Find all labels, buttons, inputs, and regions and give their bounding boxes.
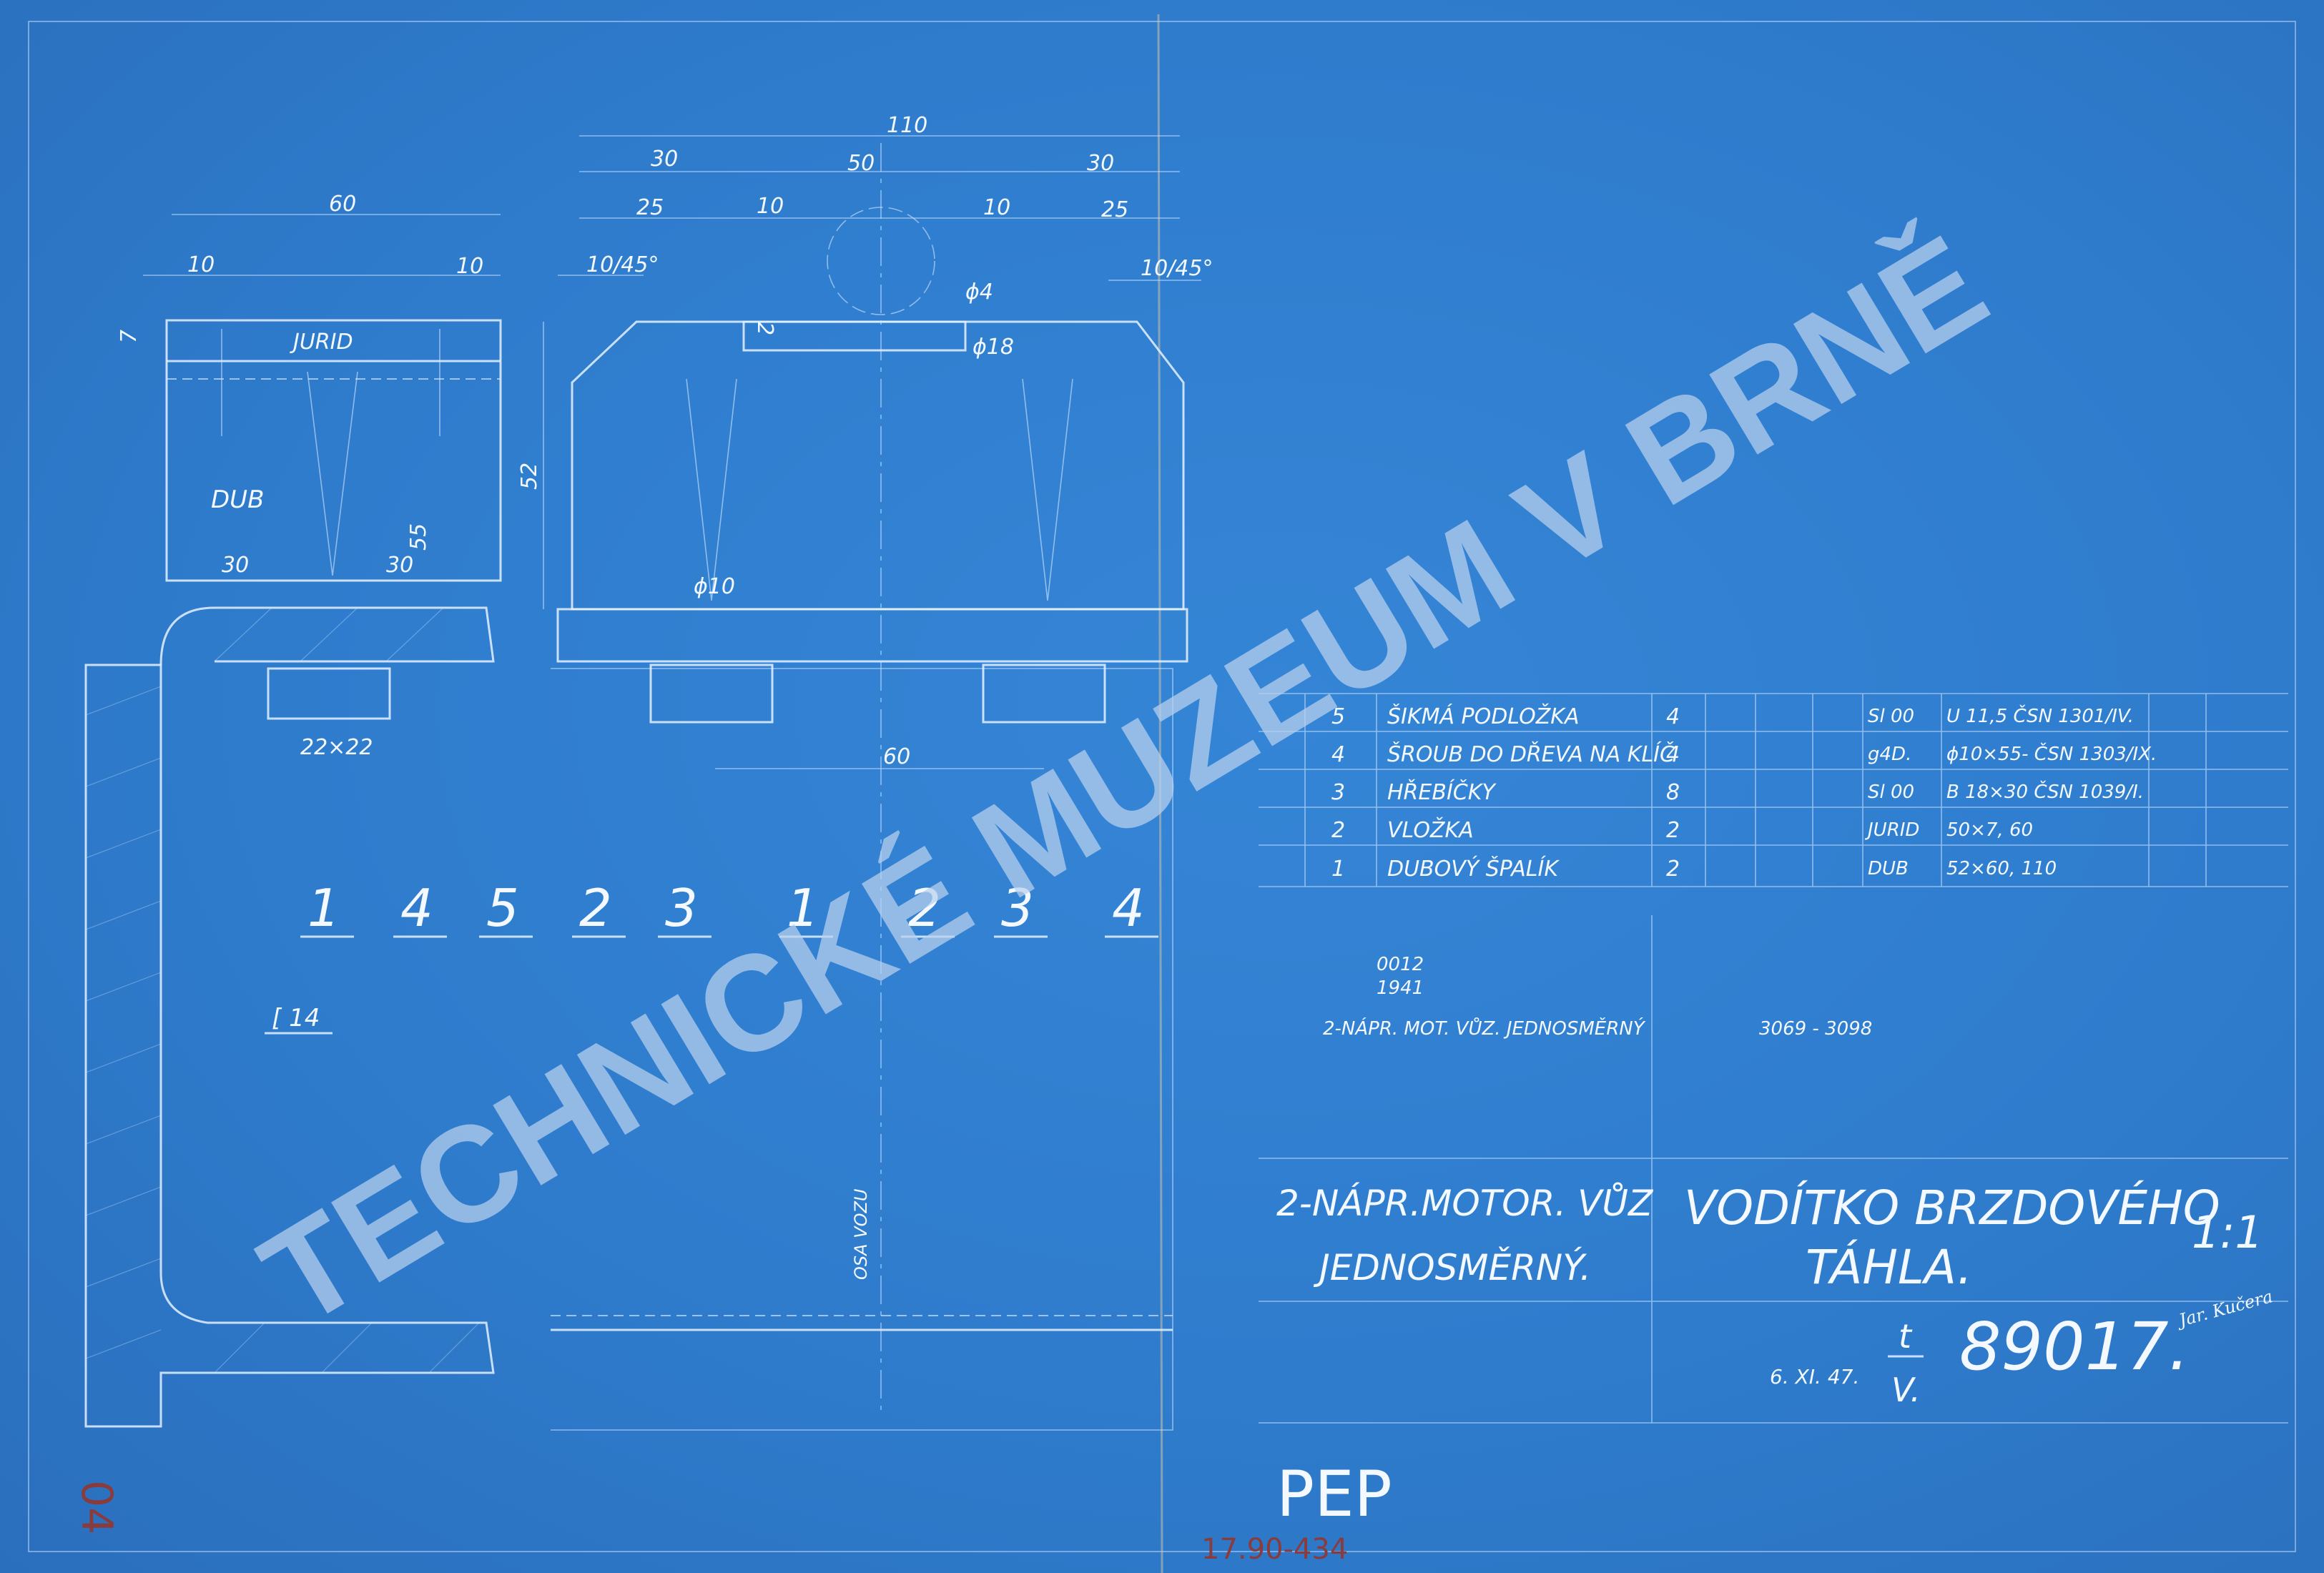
item-number: 1 bbox=[787, 878, 819, 938]
dim-nut: 22×22 bbox=[300, 735, 373, 760]
dim-52: 52 bbox=[517, 463, 542, 490]
part-name: VLOŽKA bbox=[1387, 817, 1474, 843]
part-material: Sl 00 bbox=[1868, 781, 1914, 803]
front-view bbox=[551, 143, 1188, 1431]
part-material: JURID bbox=[1864, 819, 1919, 841]
parts-list-table: 5 ŠIKMÁ PODLOŽKA 4 Sl 00 U 11,5 ČSN 1301… bbox=[1259, 693, 2288, 887]
fold-line bbox=[1157, 14, 1163, 1573]
dim-2: 2 bbox=[752, 322, 777, 335]
part-no: 4 bbox=[1331, 742, 1345, 767]
part-no: 3 bbox=[1331, 780, 1345, 805]
dim-dia10: ϕ10 bbox=[694, 574, 735, 599]
archive-number: 17.90-434 bbox=[1201, 1533, 1348, 1566]
dim-chamfer-left: 10/45° bbox=[586, 252, 659, 277]
label-dub: DUB bbox=[211, 485, 264, 514]
part-name: ŠROUB DO DŘEVA NA KLÍČ bbox=[1387, 741, 1675, 767]
dim-110: 110 bbox=[887, 113, 927, 138]
item-number: 1 bbox=[307, 878, 340, 938]
part-no: 1 bbox=[1331, 857, 1345, 882]
dim-25-right: 25 bbox=[1101, 197, 1128, 222]
part-no: 2 bbox=[1331, 818, 1345, 843]
part-qty: 4 bbox=[1666, 742, 1680, 767]
part-qty: 2 bbox=[1666, 818, 1680, 843]
vehicle-line-1: 2-NÁPR.MOTOR. VŮZ bbox=[1276, 1182, 1654, 1224]
dim-30-left: 30 bbox=[651, 147, 678, 172]
note-vehicle: 2-NÁPR. MOT. VŮZ. JEDNOSMĚRNÝ bbox=[1323, 1017, 1646, 1040]
table-row: 3 HŘEBÍČKY 8 Sl 00 B 18×30 ČSN 1039/I. bbox=[1331, 779, 2144, 805]
dim-dia18: ϕ18 bbox=[973, 335, 1014, 360]
dim-55: 55 bbox=[406, 523, 431, 551]
dim-25-left: 25 bbox=[636, 195, 664, 220]
part-spec: ϕ10×55- ČSN 1303/IX. bbox=[1946, 742, 2157, 765]
note-year: 1941 bbox=[1377, 977, 1424, 999]
label-jurid: JURID bbox=[290, 330, 353, 355]
side-view bbox=[84, 319, 502, 1428]
part-material: Sl 00 bbox=[1868, 706, 1914, 727]
part-no: 5 bbox=[1331, 704, 1345, 729]
item-number: 2 bbox=[579, 878, 612, 938]
part-material: g4D. bbox=[1868, 744, 1911, 765]
drawing-title-line-2: TÁHLA. bbox=[1806, 1240, 1972, 1295]
part-spec: 50×7, 60 bbox=[1946, 819, 2033, 841]
signature: Jar. Kučera bbox=[2173, 1286, 2275, 1331]
part-qty: 4 bbox=[1666, 704, 1680, 729]
dim-50: 50 bbox=[847, 151, 875, 176]
notes: 0012 1941 2-NÁPR. MOT. VŮZ. JEDNOSMĚRNÝ … bbox=[1323, 954, 1872, 1040]
dim-30-d: 30 bbox=[386, 553, 413, 578]
corner-mark: 04 bbox=[72, 1480, 122, 1534]
dim-dia4: ϕ4 bbox=[965, 280, 993, 305]
dimension-lines bbox=[143, 135, 1201, 609]
dim-chamfer-right: 10/45° bbox=[1141, 256, 1213, 281]
drawing-title-line-1: VODÍTKO BRZDOVÉHO bbox=[1684, 1180, 2220, 1236]
title-block: 2-NÁPR.MOTOR. VŮZ JEDNOSMĚRNÝ. VODÍTKO B… bbox=[1276, 1180, 2275, 1409]
item-number: 4 bbox=[400, 878, 433, 938]
part-spec: U 11,5 ČSN 1301/IV. bbox=[1946, 704, 2134, 727]
prefix-bottom: V. bbox=[1891, 1371, 1921, 1409]
item-number: 3 bbox=[1001, 878, 1034, 938]
item-numbers: 1 4 5 2 3 1 2 3 4 bbox=[307, 878, 1145, 938]
dim-10-d: 10 bbox=[456, 254, 483, 279]
item-number-underlines bbox=[265, 935, 1158, 1035]
item-number: 3 bbox=[665, 878, 698, 938]
part-name: ŠIKMÁ PODLOŽKA bbox=[1387, 703, 1579, 729]
part-material: DUB bbox=[1868, 858, 1909, 879]
vehicle-line-2: JEDNOSMĚRNÝ. bbox=[1313, 1246, 1591, 1288]
table-row: 2 VLOŽKA 2 JURID 50×7, 60 bbox=[1331, 817, 2033, 843]
dim-10-b: 10 bbox=[983, 195, 1010, 220]
table-row: 5 ŠIKMÁ PODLOŽKA 4 Sl 00 U 11,5 ČSN 1301… bbox=[1331, 703, 2134, 729]
prefix-top: t bbox=[1899, 1317, 1913, 1356]
dim-10-c: 10 bbox=[187, 252, 215, 277]
dim-30-c: 30 bbox=[222, 553, 249, 578]
table-row: 1 DUBOVÝ ŠPALÍK 2 DUB 52×60, 110 bbox=[1331, 855, 2057, 882]
part-name: DUBOVÝ ŠPALÍK bbox=[1387, 855, 1560, 882]
part-spec: B 18×30 ČSN 1039/I. bbox=[1946, 780, 2144, 803]
dim-30-right: 30 bbox=[1087, 151, 1114, 176]
label-axis: OSA VOZU bbox=[851, 1188, 871, 1280]
item-number: 2 bbox=[908, 878, 941, 938]
dim-60-b: 60 bbox=[883, 744, 910, 769]
label-channel: [ 14 bbox=[272, 1004, 320, 1032]
pep-stamp: PEP bbox=[1276, 1457, 1392, 1531]
date: 6. XI. 47. bbox=[1770, 1365, 1859, 1389]
item-number: 5 bbox=[486, 878, 519, 938]
dim-7: 7 bbox=[117, 330, 142, 343]
dim-10-a: 10 bbox=[757, 194, 784, 219]
part-name: HŘEBÍČKY bbox=[1387, 779, 1497, 805]
table-row: 4 ŠROUB DO DŘEVA NA KLÍČ 4 g4D. ϕ10×55- … bbox=[1331, 741, 2157, 767]
scale: 1:1 bbox=[2192, 1206, 2263, 1258]
title-block-grid bbox=[1259, 915, 2288, 1424]
part-qty: 2 bbox=[1666, 857, 1680, 882]
part-spec: 52×60, 110 bbox=[1946, 858, 2057, 879]
drawing-number: 89017. bbox=[1959, 1308, 2190, 1385]
note-code: 0012 bbox=[1377, 954, 1424, 975]
part-qty: 8 bbox=[1666, 780, 1680, 805]
item-number: 4 bbox=[1112, 878, 1145, 938]
dim-60: 60 bbox=[329, 192, 356, 217]
dimension-labels: 110 30 50 30 60 25 10 10 25 10 10 10/45°… bbox=[117, 113, 1213, 1280]
note-range: 3069 - 3098 bbox=[1759, 1018, 1872, 1040]
